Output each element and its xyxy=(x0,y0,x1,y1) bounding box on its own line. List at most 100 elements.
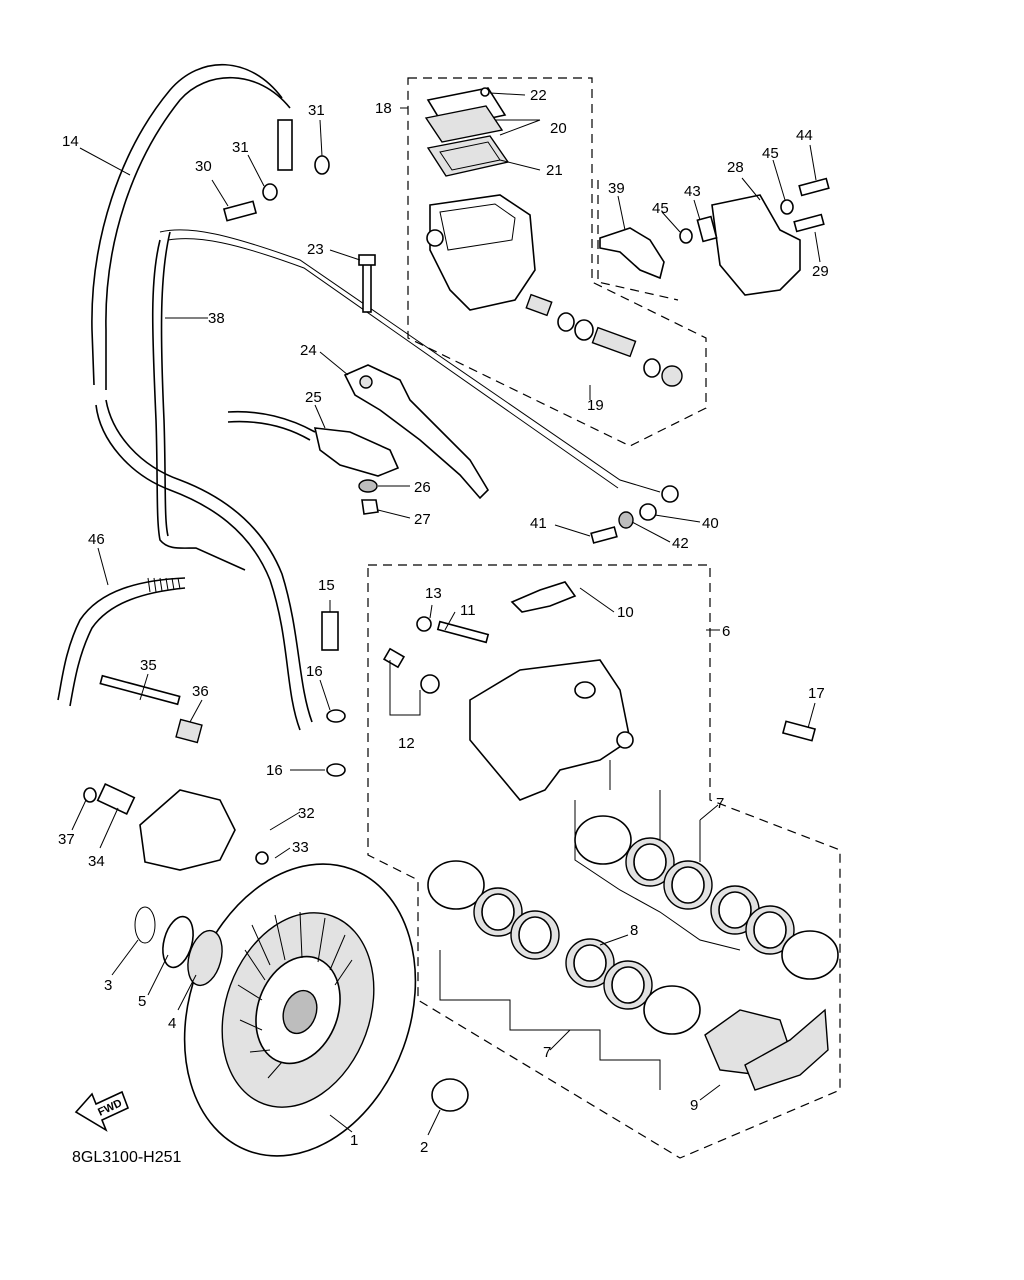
label-34: 34 xyxy=(88,853,105,870)
label-40: 40 xyxy=(702,515,719,532)
brake-hose-14-lower-inner xyxy=(105,399,313,723)
reservoir-plate xyxy=(424,105,504,143)
master-cylinder-body xyxy=(429,194,536,311)
collar-2 xyxy=(431,1078,469,1112)
union-bolt-30 xyxy=(222,200,258,222)
gasket-31b xyxy=(262,183,278,201)
pin-34 xyxy=(96,783,136,815)
label-31b: 31 xyxy=(232,139,249,156)
pistons-seals xyxy=(427,760,839,1090)
label-16a: 16 xyxy=(306,663,323,680)
brake-pads xyxy=(704,1008,829,1091)
label-11: 11 xyxy=(460,602,476,619)
label-7a: 7 xyxy=(716,795,724,812)
brake-lever-assembly xyxy=(343,364,490,500)
callout-labels: 1 2 3 4 5 6 7 7 8 9 10 11 12 13 14 15 16… xyxy=(58,87,829,1156)
label-18: 18 xyxy=(375,100,392,117)
hose-joint-block xyxy=(313,427,400,477)
gasket-16b xyxy=(326,763,346,777)
label-16b: 16 xyxy=(266,762,283,779)
parking-caliper xyxy=(83,674,299,885)
label-36: 36 xyxy=(192,683,209,700)
label-44: 44 xyxy=(796,127,813,144)
bleed-port xyxy=(426,229,444,247)
pin-11 xyxy=(436,620,490,644)
group-outlines xyxy=(367,77,841,1159)
label-5: 5 xyxy=(138,993,146,1010)
label-41: 41 xyxy=(530,515,547,532)
label-14: 14 xyxy=(62,133,79,150)
washer-5 xyxy=(162,915,194,969)
label-45b: 45 xyxy=(762,145,779,162)
parking-cable-38-run-2 xyxy=(167,238,619,489)
label-25: 25 xyxy=(305,389,322,406)
pad-right xyxy=(744,1008,829,1091)
plug-13 xyxy=(416,616,432,632)
hose-25 xyxy=(227,410,316,433)
collar-40 xyxy=(639,503,657,521)
label-13: 13 xyxy=(425,585,442,602)
lever-bracket-outline xyxy=(597,180,679,301)
cable-end-eye xyxy=(661,485,679,503)
label-7b: 7 xyxy=(543,1044,551,1061)
brake-hose-14 xyxy=(91,63,283,386)
hoses-cables xyxy=(57,63,661,731)
master-cylinder-group-outline xyxy=(407,77,707,447)
parking-cable-38-run xyxy=(159,229,661,493)
fwd-arrow-icon: FWD xyxy=(74,1090,130,1132)
banjo-fitting xyxy=(277,119,293,171)
bolt-23 xyxy=(362,261,372,313)
leader-lines xyxy=(71,92,821,1136)
label-15: 15 xyxy=(318,577,335,594)
pedal-39 xyxy=(599,227,665,280)
label-39: 39 xyxy=(608,180,625,197)
hose-25-inner xyxy=(227,420,311,441)
washer-45b xyxy=(780,199,794,215)
label-32: 32 xyxy=(298,805,315,822)
hose-fittings xyxy=(222,119,330,222)
main-caliper xyxy=(321,581,817,801)
bracket-28 xyxy=(711,194,801,296)
label-4: 4 xyxy=(168,1015,176,1032)
bolt-23-head xyxy=(358,254,376,266)
brake-hose-14-inner xyxy=(105,76,291,390)
pistons-upper xyxy=(574,815,839,980)
label-30: 30 xyxy=(195,158,212,175)
label-20: 20 xyxy=(550,120,567,137)
label-1: 1 xyxy=(350,1132,358,1149)
spring-36 xyxy=(175,718,203,744)
bolt-17 xyxy=(781,720,817,742)
label-33: 33 xyxy=(292,839,309,856)
cable-sleeve-46-inner xyxy=(69,587,186,707)
bleed-screw-12 xyxy=(382,647,406,669)
circlip-3 xyxy=(134,906,156,944)
brake-hose-14-lower xyxy=(95,404,301,731)
bolt-41 xyxy=(590,526,618,544)
label-31a: 31 xyxy=(308,102,325,119)
diaphragm xyxy=(426,135,510,177)
parking-cable-38 xyxy=(151,239,246,571)
washer-37 xyxy=(83,787,97,803)
label-45a: 45 xyxy=(652,200,669,217)
label-22: 22 xyxy=(530,87,547,104)
parking-cable-38-inner xyxy=(160,231,171,537)
bolt-44 xyxy=(798,177,830,197)
label-28: 28 xyxy=(727,159,744,176)
cap-screw xyxy=(480,87,490,97)
label-12: 12 xyxy=(398,735,415,752)
spring-coils xyxy=(147,577,181,593)
label-35: 35 xyxy=(140,657,157,674)
hose-joint xyxy=(313,427,400,515)
label-6: 6 xyxy=(722,623,730,640)
label-19: 19 xyxy=(587,397,604,414)
nut-33a xyxy=(255,851,269,865)
washer-26 xyxy=(358,479,378,493)
label-27: 27 xyxy=(414,511,431,528)
label-3: 3 xyxy=(104,977,112,994)
nut-27 xyxy=(361,499,379,515)
caliper-body xyxy=(469,659,631,801)
gasket-31a xyxy=(314,155,330,175)
lever-bracket xyxy=(599,177,830,296)
bolt-29 xyxy=(793,213,825,233)
